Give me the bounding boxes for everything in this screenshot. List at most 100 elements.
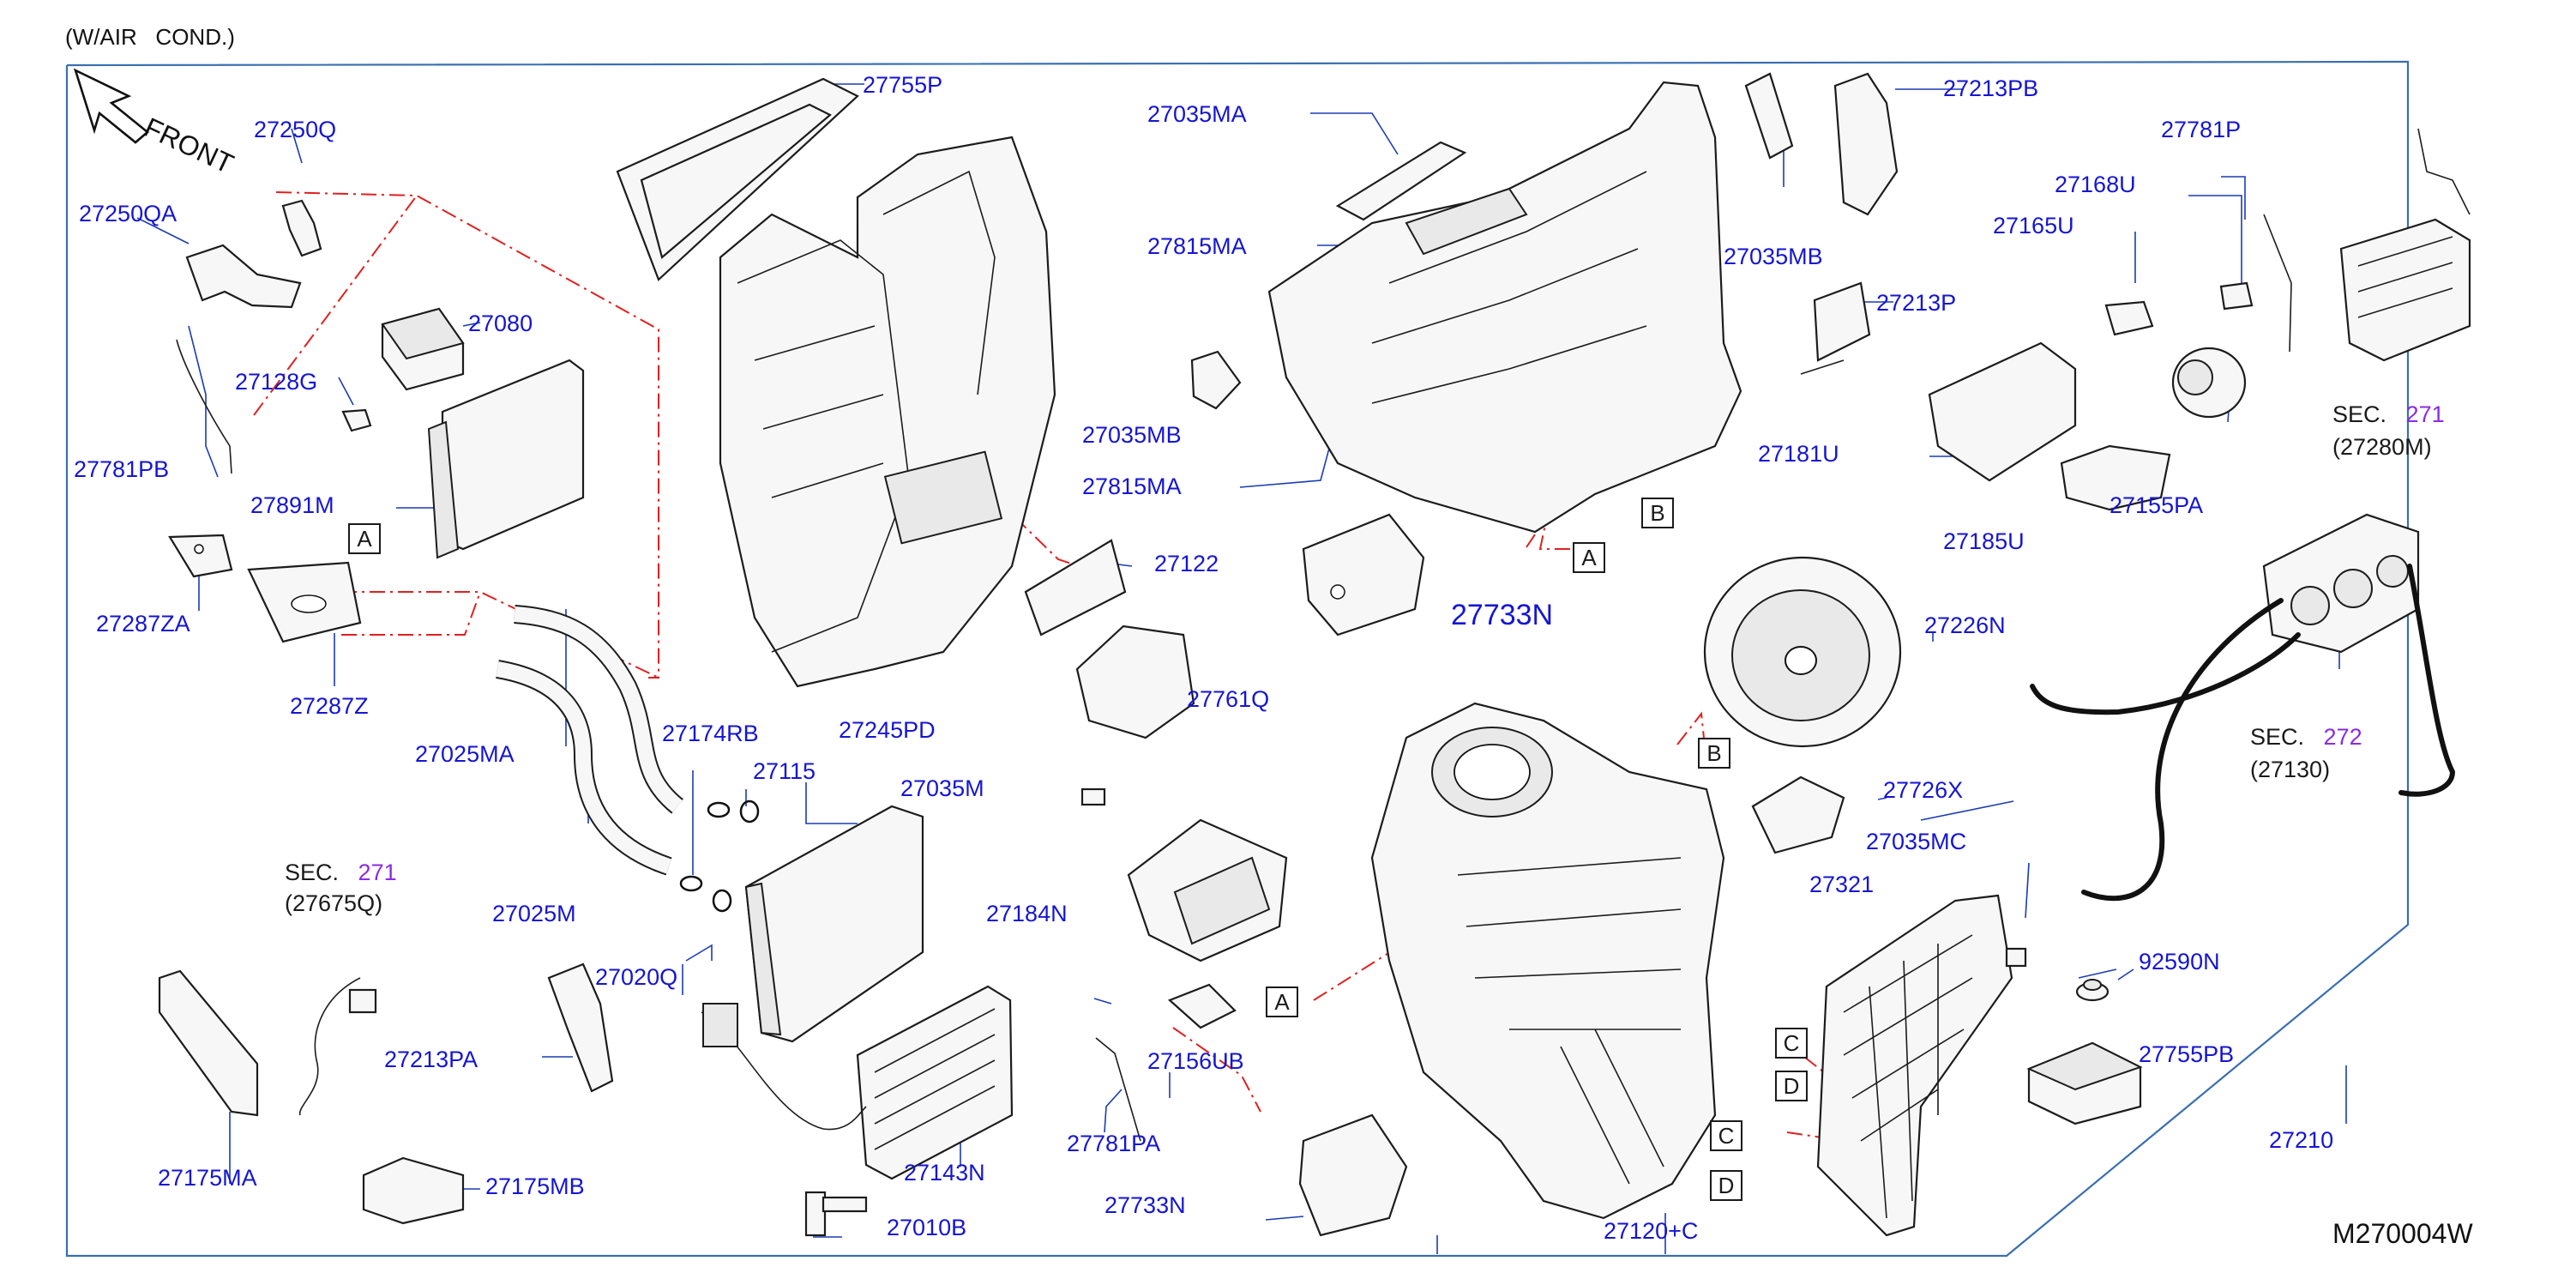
ref-box-c: C <box>1710 1120 1742 1151</box>
filter-27184N-part <box>1127 818 1288 962</box>
part-label[interactable]: 27025MA <box>415 741 515 767</box>
part-label[interactable]: 27128G <box>235 369 318 395</box>
filter-frame-part <box>616 77 859 281</box>
main-hvac-unit-part <box>1370 702 1725 1220</box>
part-label[interactable]: 92590N <box>2139 949 2220 974</box>
diagram-code: M270004W <box>2332 1218 2473 1249</box>
control-unit-27130-part <box>2030 513 2456 902</box>
part-label[interactable]: 27035MA <box>1147 101 1247 127</box>
heater-case-left-part <box>719 136 1056 688</box>
duct-27185U-part <box>2060 444 2171 511</box>
part-label[interactable]: 27815MA <box>1082 474 1182 499</box>
resistor-27726X-part <box>1751 775 1845 854</box>
bracket-27175MB-part <box>362 1156 465 1225</box>
grommet-92590N-part <box>2075 979 2110 1002</box>
rod-27781P-part <box>2263 214 2292 353</box>
part-label[interactable]: 27184N <box>986 901 1068 926</box>
part-label[interactable]: 27781PA <box>1067 1131 1161 1156</box>
intake-27761Q-part <box>1075 624 1195 739</box>
part-label[interactable]: 27781PB <box>74 456 170 482</box>
actuator-27213P-part <box>1800 281 1871 375</box>
part-label[interactable]: 27035MC <box>1866 829 1967 854</box>
part-label[interactable]: 27321 <box>1809 872 1875 897</box>
part-label[interactable]: 27155PA <box>2110 492 2204 518</box>
sec-ref-evap-sub: (27280M) <box>2332 434 2432 460</box>
part-label[interactable]: 27168U <box>2055 172 2136 197</box>
part-label[interactable]: 27143N <box>904 1160 985 1186</box>
heater-core-27143N-part <box>701 985 1014 1180</box>
rod-27781PB-part <box>176 339 232 474</box>
part-label[interactable]: 27226N <box>1924 612 2006 638</box>
part-label[interactable]: 27156UB <box>1147 1048 1244 1074</box>
rod-27781PA-part <box>1095 1037 1141 1142</box>
front-arrow-icon <box>73 68 150 144</box>
ref-box-b: B <box>1698 738 1730 769</box>
ref-box-b: B <box>1641 498 1674 528</box>
pin-27035M-part <box>1080 787 1106 806</box>
sec-ref-evap[interactable]: SEC. 271 <box>2332 403 2445 426</box>
part-label[interactable]: 27035M <box>900 775 984 801</box>
part-label[interactable]: 27726X <box>1883 777 1964 803</box>
part-label[interactable]: 27287ZA <box>96 611 190 636</box>
sec-ref-left-sub: (27675Q) <box>285 890 383 916</box>
part-label[interactable]: 27213P <box>1876 290 1957 316</box>
part-label[interactable]: 27025M <box>492 901 576 926</box>
part-label[interactable]: 27755PB <box>2139 1041 2235 1067</box>
bracket-27175MA-part <box>158 969 259 1117</box>
duct-27287ZA-part <box>168 534 233 578</box>
part-label[interactable]: 27733N <box>1451 599 1554 631</box>
sec-ref-number: 271 <box>2405 401 2445 427</box>
part-label[interactable]: 27175MA <box>158 1165 257 1191</box>
part-label[interactable]: 27891M <box>250 492 334 518</box>
ref-box-d: D <box>1775 1071 1808 1101</box>
evaporator-27280M-part <box>2339 128 2471 362</box>
part-label[interactable]: 27035MB <box>1724 244 1823 269</box>
part-label[interactable]: 27250QA <box>79 201 178 226</box>
part-label[interactable]: 27250Q <box>254 117 337 142</box>
intake-duct-27815MA-part <box>1267 81 1742 534</box>
part-label[interactable]: 27115 <box>753 758 816 784</box>
part-label[interactable]: 27122 <box>1154 551 1219 576</box>
evaporator-27115-part <box>744 805 924 1043</box>
ref-box-a: A <box>1573 542 1605 573</box>
clip-27168U-part <box>2219 281 2254 311</box>
sec-ref-label: SEC. <box>2250 724 2305 750</box>
part-label[interactable]: 27174RB <box>662 721 759 746</box>
ref-box-a: A <box>1266 986 1298 1017</box>
part-label[interactable]: 27213PA <box>384 1047 478 1072</box>
part-label[interactable]: 27175MB <box>485 1173 585 1199</box>
part-label[interactable]: 27185U <box>1943 528 2025 554</box>
duct-27213PA-part <box>547 962 614 1093</box>
part-label[interactable]: 27010B <box>887 1215 967 1240</box>
pad-27755PB-part <box>2026 1041 2143 1125</box>
part-label[interactable]: 27020Q <box>595 964 678 990</box>
sec-ref-ctrl-sub: (27130) <box>2250 757 2331 782</box>
actuator-27156UB-part <box>1167 983 1237 1029</box>
seal-27035MA-part <box>1335 141 1467 221</box>
page-header: (W/AIR COND.) <box>65 24 235 50</box>
part-label[interactable]: 27035MB <box>1082 422 1182 448</box>
part-label[interactable]: 27165U <box>1993 213 2074 238</box>
ref-box-d: D <box>1710 1170 1742 1201</box>
part-label[interactable]: 27213PB <box>1943 75 2039 101</box>
part-label[interactable]: 27761Q <box>1187 686 1270 712</box>
actuator-27733N-bottom-part <box>1298 1113 1408 1237</box>
sec-ref-number: 271 <box>358 860 397 885</box>
part-label[interactable]: 27815MA <box>1147 233 1247 259</box>
actuator-27080-part <box>381 307 465 391</box>
part-label[interactable]: 27210 <box>2269 1127 2334 1153</box>
ref-box-a: A <box>348 523 381 554</box>
sec-ref-ctrl[interactable]: SEC. 272 <box>2250 726 2362 749</box>
part-label[interactable]: 27080 <box>468 311 533 336</box>
part-label[interactable]: 27733N <box>1104 1192 1186 1218</box>
filter-27891M-part <box>427 359 585 559</box>
sec-ref-left[interactable]: SEC. 271 <box>285 861 397 884</box>
part-label[interactable]: 27755P <box>863 72 943 98</box>
duct-27213PB-part <box>1833 72 1899 216</box>
part-label[interactable]: 27245PD <box>839 717 936 743</box>
part-label[interactable]: 27181U <box>1758 441 1839 467</box>
part-label[interactable]: 27781P <box>2161 117 2242 142</box>
part-label[interactable]: 27287Z <box>290 693 369 719</box>
part-label[interactable]: 27120+C <box>1604 1218 1699 1244</box>
